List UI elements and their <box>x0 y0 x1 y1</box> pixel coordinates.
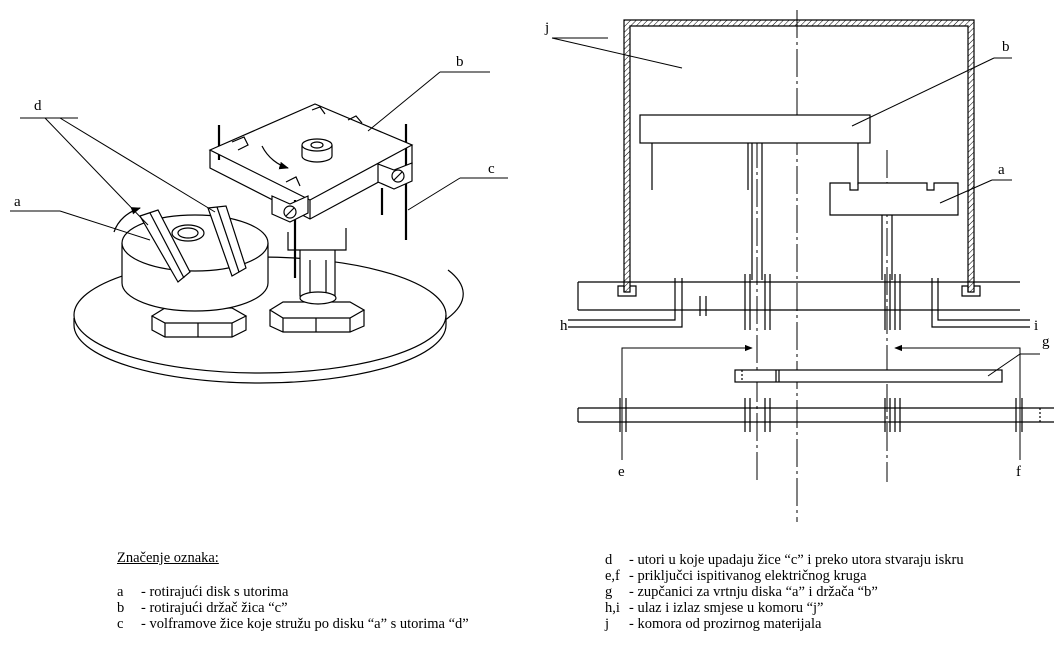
legend-item: e,f- priključci ispitivanog električnog … <box>605 568 867 584</box>
label-b-right: b <box>1002 39 1010 55</box>
legend-item: b- rotirajući držač žica “c” <box>117 600 288 616</box>
label-g: g <box>1042 334 1050 350</box>
upper-plate <box>568 274 1030 330</box>
label-e: e <box>618 464 625 480</box>
legend-item: c- volframove žice koje stružu po disku … <box>117 616 469 632</box>
hex-nut-left <box>150 307 248 338</box>
label-a-right: a <box>998 162 1005 178</box>
legend-title: Značenje oznaka: <box>117 550 219 566</box>
legend-item: j- komora od prozirnog materijala <box>605 616 822 632</box>
label-b-left: b <box>456 54 464 70</box>
legend-right: d- utori u koje upadaju žice “c” i preko… <box>605 552 964 632</box>
cross-section <box>551 10 1054 522</box>
legend-item: g- zupčanici za vrtnju diska “a” i držač… <box>605 584 878 600</box>
terminals-ef <box>621 344 1021 460</box>
disk-a-section <box>829 182 959 280</box>
holder-shaft <box>287 228 347 305</box>
gear-g <box>734 369 1003 383</box>
hex-nut-right <box>268 301 366 333</box>
label-f: f <box>1016 464 1021 480</box>
lower-plate <box>577 398 1054 432</box>
legend-item: h,i- ulaz i izlaz smjese u komoru “j” <box>605 600 824 616</box>
rotating-holder-b <box>208 103 414 223</box>
leader-lines-right <box>551 37 1040 377</box>
chamber-j <box>617 19 981 297</box>
label-h: h <box>560 318 568 334</box>
isometric-apparatus <box>10 71 508 384</box>
legend-left: Značenje oznaka: a- rotirajući disk s ut… <box>117 550 469 632</box>
legend-item: d- utori u koje upadaju žice “c” i preko… <box>605 552 964 568</box>
label-a-left: a <box>14 194 21 210</box>
leader-lines-left <box>10 71 508 241</box>
legend-item: a- rotirajući disk s utorima <box>117 584 289 600</box>
centerlines <box>756 10 888 522</box>
rotating-disk-a <box>113 205 269 312</box>
holder-b-section <box>639 114 871 280</box>
label-i: i <box>1034 318 1038 334</box>
label-j: j <box>544 20 549 36</box>
label-d-left: d <box>34 98 42 114</box>
label-c-left: c <box>488 161 495 177</box>
